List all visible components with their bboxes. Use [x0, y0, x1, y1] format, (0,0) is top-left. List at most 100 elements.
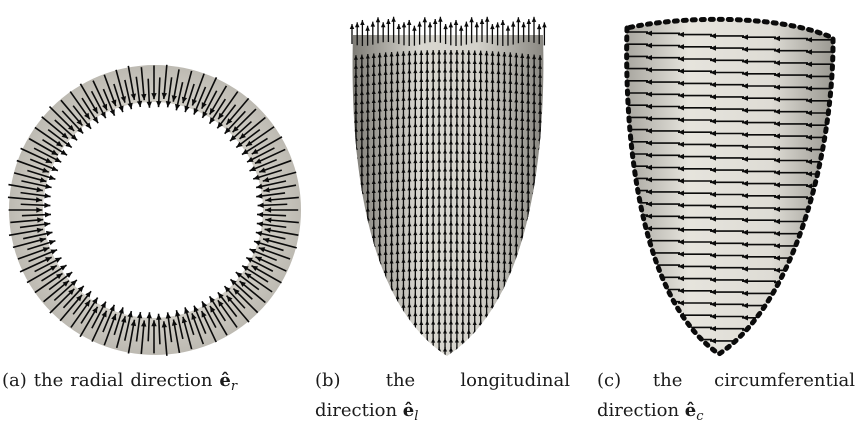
- arrow-head: [348, 308, 352, 313]
- subfigure-c-caption: (c) the circumferential direction êc: [597, 366, 855, 432]
- arrow-head: [538, 190, 542, 195]
- arrow-head: [614, 151, 620, 156]
- arrow-head: [538, 334, 542, 339]
- arrow-head: [378, 305, 382, 310]
- subfigure-a-caption: (a) the radial direction êr: [2, 366, 302, 402]
- arrow-head: [774, 341, 780, 346]
- arrow-head: [806, 354, 812, 359]
- arrow-head: [350, 24, 355, 29]
- arrow-head: [354, 262, 358, 267]
- arrow-head: [360, 280, 364, 285]
- arrow-head: [354, 199, 358, 204]
- arrow-head: [520, 305, 524, 310]
- arrow-head: [372, 332, 376, 337]
- arrow-head: [354, 235, 358, 240]
- arrow-head: [526, 252, 530, 257]
- arrow-head: [538, 271, 542, 276]
- arrow-head: [360, 262, 364, 267]
- arrow-head: [354, 253, 358, 258]
- arrow-head: [485, 17, 490, 22]
- arrow-head: [360, 307, 364, 312]
- arrow-head: [384, 286, 388, 291]
- arrow-head: [526, 270, 530, 275]
- arrow-head: [413, 339, 417, 344]
- arrow-head: [526, 234, 530, 239]
- arrow-head: [532, 208, 536, 213]
- arrow-head: [646, 311, 652, 316]
- arrow-head: [401, 348, 405, 353]
- arrow-head: [395, 349, 399, 354]
- arrow-head: [806, 245, 812, 250]
- caption-word: direction: [315, 400, 397, 421]
- arrow-head: [614, 200, 620, 205]
- arrow-head: [354, 217, 358, 222]
- arrow-head: [508, 304, 512, 309]
- arrow-head: [544, 56, 548, 61]
- arrow-head: [417, 22, 422, 27]
- arrow-head: [544, 164, 548, 169]
- arrow-head: [538, 280, 542, 285]
- arrow-head: [538, 172, 542, 177]
- arrow-head: [614, 212, 620, 217]
- arrow-head: [395, 358, 399, 360]
- arrow-head: [354, 316, 358, 321]
- arrow-head: [544, 101, 548, 106]
- arrow-head: [354, 298, 358, 303]
- arrow-head: [384, 313, 388, 318]
- caption-tag: (a): [2, 366, 27, 402]
- arrow-head: [496, 331, 500, 336]
- arrow-head: [520, 332, 524, 337]
- arrow-head: [348, 263, 352, 268]
- arrow-head: [360, 316, 364, 321]
- arrow-head: [485, 357, 489, 360]
- arrow-head: [532, 334, 536, 339]
- arrow-head: [485, 321, 489, 326]
- arrow-head: [502, 322, 506, 327]
- arrow-head: [378, 350, 382, 355]
- arrow-head: [544, 74, 548, 79]
- arrow-head: [514, 305, 518, 310]
- arrow-head: [348, 200, 352, 205]
- arrow-head: [506, 26, 511, 31]
- arrow-head: [526, 342, 530, 347]
- math-symbol: ê: [219, 370, 230, 391]
- arrow-head: [378, 323, 382, 328]
- arrow-head: [479, 357, 483, 360]
- arrow-head: [538, 316, 542, 321]
- arrow-head: [431, 356, 435, 360]
- arrow-head: [508, 349, 512, 354]
- arrow-head: [360, 226, 364, 231]
- arrow-head: [538, 235, 542, 240]
- arrow-head: [538, 154, 542, 159]
- arrow-head: [372, 251, 376, 256]
- arrow-head: [348, 335, 352, 340]
- arrow-head: [491, 312, 495, 317]
- arrow-head: [366, 297, 370, 302]
- arrow-head: [443, 356, 447, 360]
- arrow-head: [479, 348, 483, 353]
- arrow-head: [678, 325, 684, 330]
- arrow-head: [646, 323, 652, 328]
- arrow-head: [348, 119, 352, 124]
- arrow-head: [496, 349, 500, 354]
- arrow-head: [407, 330, 411, 335]
- arrow-head: [520, 251, 524, 256]
- arrow-head: [544, 344, 548, 349]
- arrow-head: [544, 146, 548, 151]
- arrow-head: [360, 235, 364, 240]
- arrow-head: [526, 288, 530, 293]
- arrow-head: [532, 307, 536, 312]
- arrow-head: [542, 22, 547, 27]
- arrow-head: [538, 199, 542, 204]
- arrow-head: [614, 322, 620, 327]
- arrow-head: [386, 19, 391, 24]
- arrow-head: [520, 296, 524, 301]
- arrow-head: [508, 340, 512, 345]
- arrow-head: [502, 304, 506, 309]
- arrow-head: [614, 115, 620, 120]
- arrow-head: [496, 313, 500, 318]
- arrow-head: [614, 66, 620, 71]
- arrow-head: [384, 340, 388, 345]
- arrow-head: [646, 336, 652, 341]
- arrow-head: [395, 322, 399, 327]
